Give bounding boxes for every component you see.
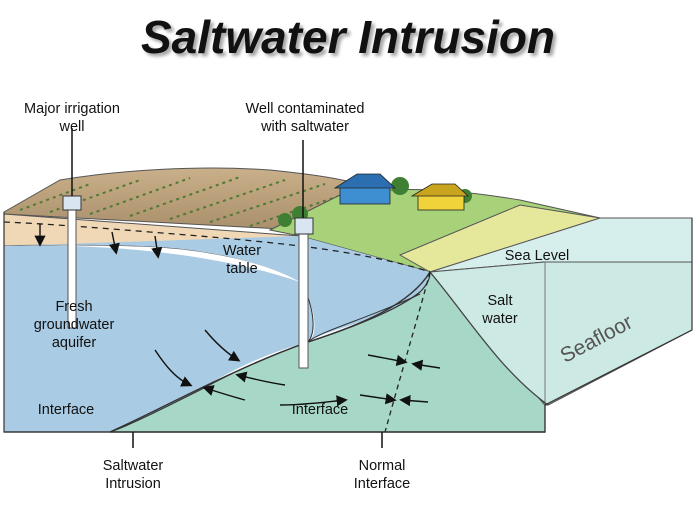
label-saltwater-intrusion: Saltwater Intrusion: [102, 458, 164, 492]
label-salt-water: Salt water: [482, 293, 518, 327]
irrigation-well: [62, 128, 82, 329]
blue-house: [333, 173, 397, 205]
label-water-table: Water table: [222, 243, 262, 277]
label-normal-interface: Normal Interface: [353, 458, 411, 492]
label-fresh-groundwater-aquifer: Fresh groundwater aquifer: [33, 299, 115, 351]
contaminated-well: [294, 140, 314, 369]
yellow-house: [410, 183, 470, 211]
label-interface-center: Interface: [291, 402, 349, 418]
fresh-groundwater: [4, 236, 430, 340]
label-well-contaminated: Well contaminated with saltwater: [245, 101, 365, 135]
label-major-irrigation-well: Major irrigation well: [24, 101, 120, 135]
page-title: Saltwater Intrusion: [140, 11, 556, 63]
label-sea-level: Sea Level: [504, 248, 570, 264]
label-interface-left: Interface: [37, 402, 95, 418]
flow-arrows: [34, 224, 441, 407]
